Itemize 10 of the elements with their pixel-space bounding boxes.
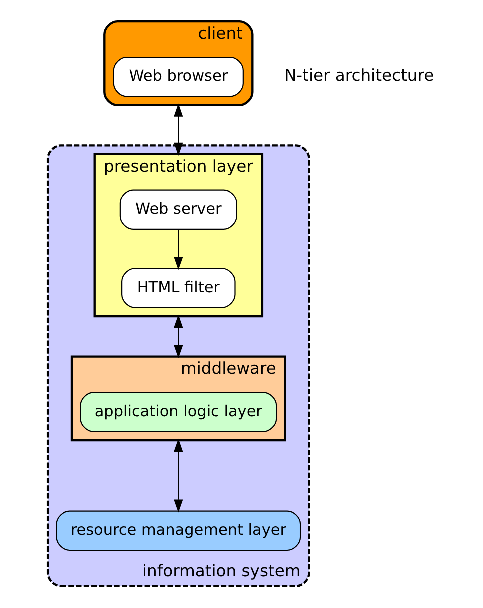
arrow [174,104,184,156]
arrow [174,314,184,358]
node-box: Web server [120,190,238,230]
node-box: HTML filter [122,268,236,308]
arrow [174,230,184,270]
node-box: resource management layer [56,510,302,552]
node-box: application logic layer [80,392,278,432]
node-box: Web browser [113,56,244,98]
label: N-tier architecture [284,66,434,85]
arrow [174,438,184,513]
